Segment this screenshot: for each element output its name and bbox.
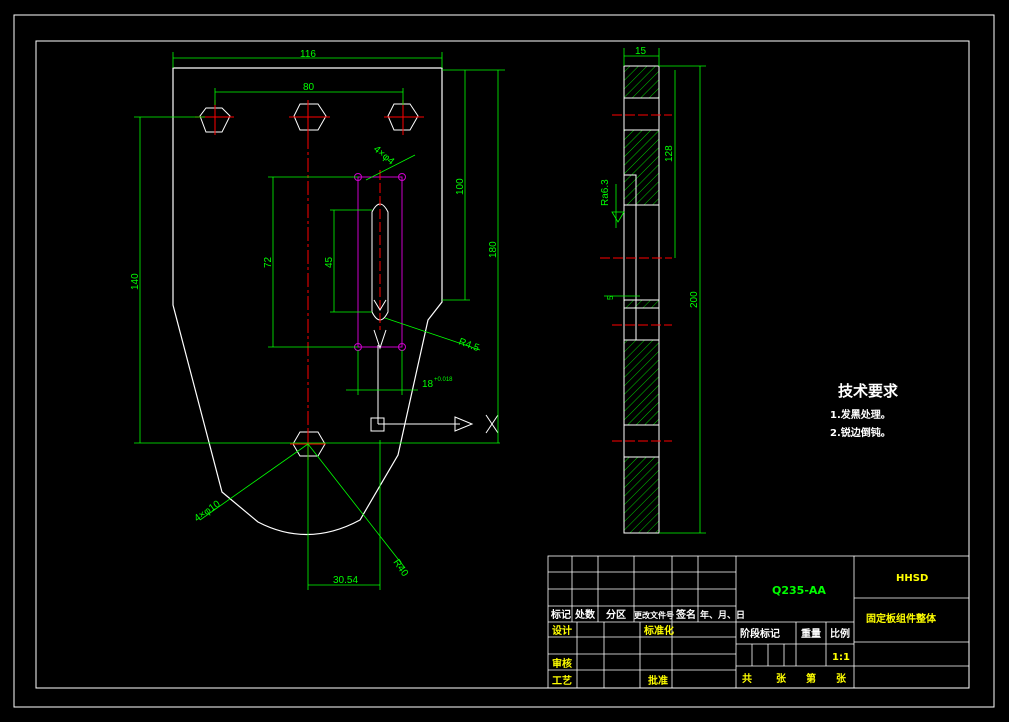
inner-frame bbox=[35, 40, 970, 689]
dim-80: 80 bbox=[303, 82, 315, 93]
approve-label: 批准 bbox=[648, 674, 668, 687]
sheet-number: 第 bbox=[806, 672, 816, 685]
tech-req-item-1: 1.发黑处理。 bbox=[830, 408, 891, 421]
review-label: 审核 bbox=[552, 657, 572, 670]
weight-label: 重量 bbox=[801, 627, 821, 640]
row-label-change-doc: 更改文件号 bbox=[634, 610, 674, 620]
dim-30-54: 30.54 bbox=[333, 575, 358, 586]
row-label-count: 处数 bbox=[574, 608, 596, 621]
roughness-mark: Ra6.3 bbox=[600, 179, 611, 206]
dim-128: 128 bbox=[664, 145, 675, 162]
dim-18-tol: +0.018 bbox=[434, 377, 453, 383]
dim-18: 18 bbox=[422, 379, 434, 390]
scale-label: 比例 bbox=[830, 627, 850, 640]
stage-mark-label: 阶段标记 bbox=[740, 627, 780, 640]
dim-100: 100 bbox=[455, 178, 466, 195]
dim-r40: R40 bbox=[391, 557, 411, 579]
ucs-icon bbox=[370, 345, 499, 434]
scale-value: 1:1 bbox=[832, 652, 850, 663]
dim-200: 200 bbox=[689, 291, 700, 308]
outer-frame bbox=[13, 14, 995, 708]
sheet-number-unit: 张 bbox=[836, 672, 847, 685]
dim-180: 180 bbox=[488, 241, 499, 258]
row-label-zone: 分区 bbox=[606, 608, 626, 621]
drawing-code: HHSD bbox=[896, 573, 928, 584]
dim-r45: R4.5 bbox=[457, 336, 481, 354]
front-view: 116 80 140 180 100 72 45 4×φ4 R4.5 18 +0… bbox=[130, 49, 505, 590]
process-label: 工艺 bbox=[552, 674, 572, 687]
title-block bbox=[547, 555, 970, 689]
design-label: 设计 bbox=[552, 624, 572, 637]
row-label-sign: 签名 bbox=[675, 608, 696, 621]
part-name: 固定板组件整体 bbox=[866, 612, 937, 625]
dim-140: 140 bbox=[130, 273, 141, 290]
tech-req-item-2: 2.锐边倒钝。 bbox=[830, 426, 891, 439]
tech-requirements: 技术要求 1.发黑处理。 2.锐边倒钝。 bbox=[830, 382, 899, 439]
row-label-mark: 标记 bbox=[550, 608, 571, 621]
material-label: Q235-AA bbox=[772, 584, 826, 597]
dim-72: 72 bbox=[263, 256, 274, 268]
slot bbox=[354, 170, 406, 351]
dim-15: 15 bbox=[635, 46, 647, 57]
dim-45: 45 bbox=[324, 256, 335, 268]
sheets-total: 共 bbox=[742, 672, 752, 685]
side-view: 15 200 128 5 Ra6.3 bbox=[600, 46, 706, 534]
dimension-lines bbox=[134, 52, 505, 590]
dim-slot-holes: 4×φ4 bbox=[371, 144, 396, 168]
top-holes bbox=[195, 100, 424, 135]
tech-req-title: 技术要求 bbox=[838, 382, 899, 400]
dim-5: 5 bbox=[606, 295, 615, 300]
standardization-label: 标准化 bbox=[643, 624, 674, 637]
row-label-date: 年、月、日 bbox=[700, 609, 745, 621]
dim-116: 116 bbox=[300, 49, 316, 60]
sheets-total-unit: 张 bbox=[776, 672, 787, 685]
part-outline bbox=[172, 67, 443, 536]
dim-mount-holes: 4×φ10 bbox=[192, 499, 222, 525]
